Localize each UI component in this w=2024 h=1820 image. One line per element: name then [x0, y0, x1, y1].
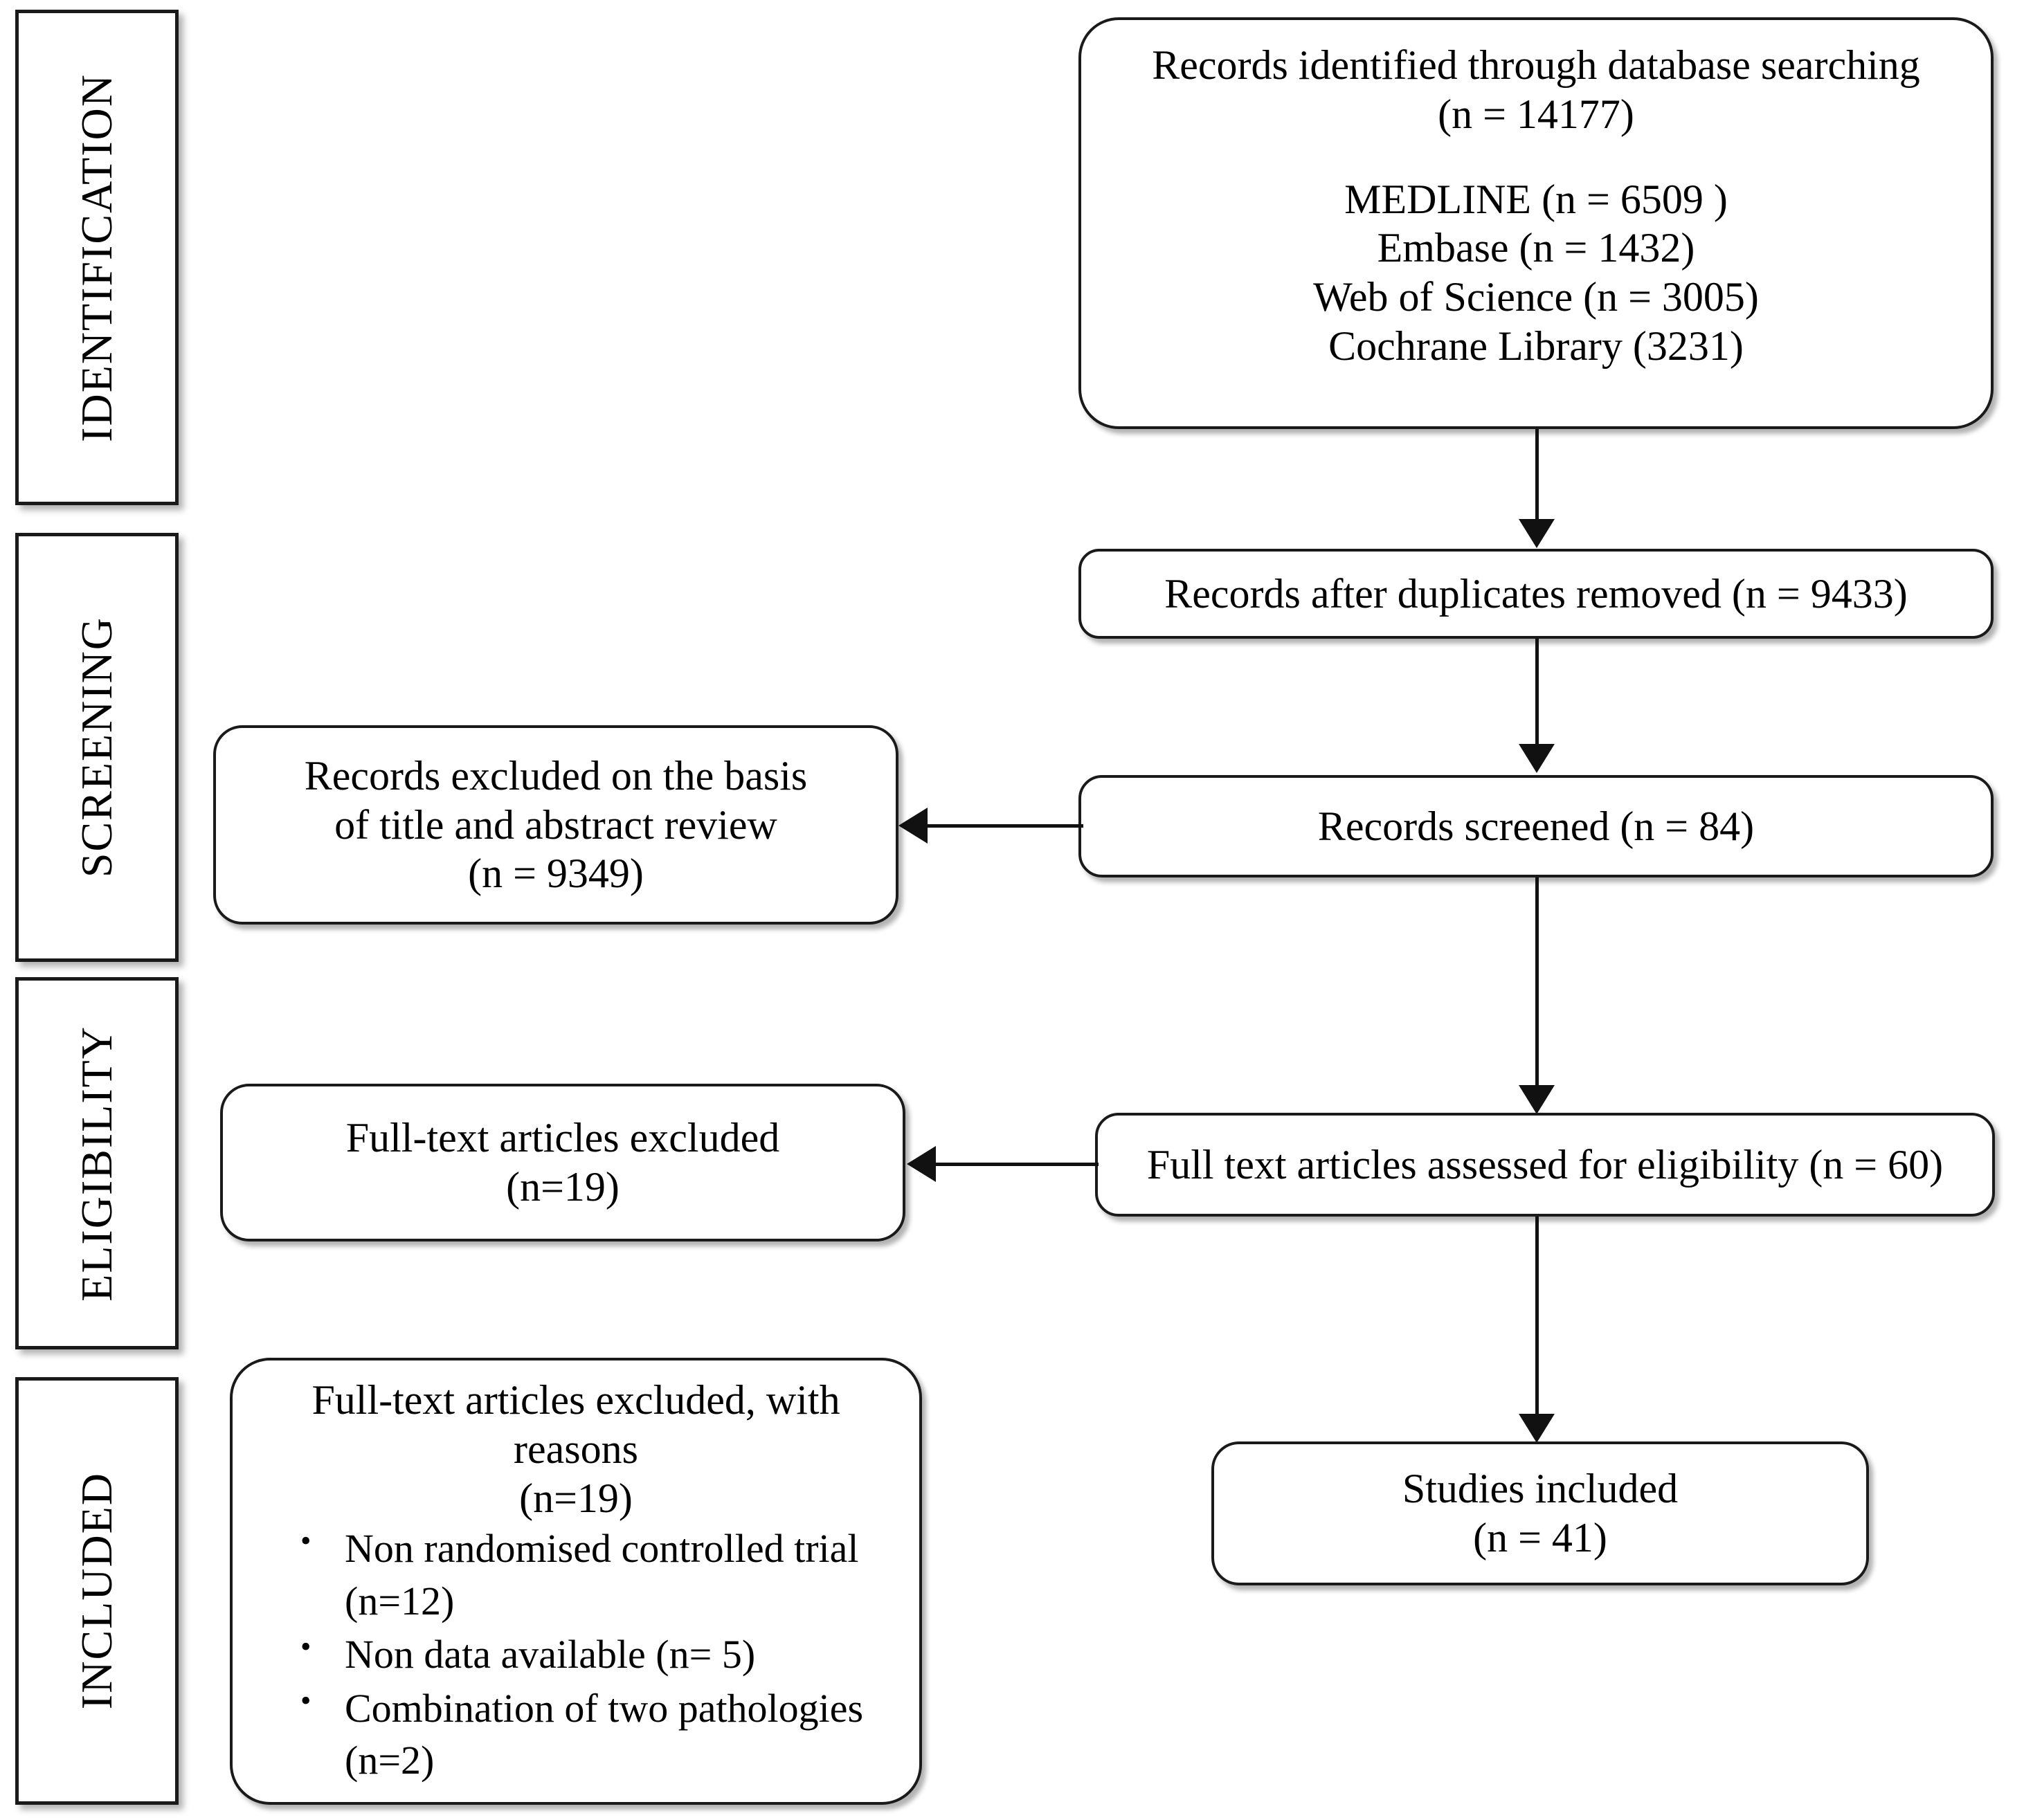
arrowhead-screened-to-eligibility: [1519, 1085, 1555, 1114]
records-screened-text: Records screened (n = 84): [1317, 803, 1755, 849]
box-studies-included: Studies included (n = 41): [1211, 1441, 1869, 1585]
studies-included-count: (n = 41): [1473, 1515, 1607, 1560]
source-cochrane-library: Cochrane Library (3231): [1328, 322, 1744, 369]
fulltext-excluded-line1: Full-text articles excluded: [345, 1115, 780, 1161]
fulltext-reasons-count: (n=19): [519, 1475, 633, 1521]
records-identified-line1: Records identified through database sear…: [1152, 42, 1920, 88]
fulltext-assessed-text: Full text articles assessed for eligibil…: [1146, 1141, 1944, 1187]
stage-label-identification: IDENTIFICATION: [72, 73, 121, 442]
box-fulltext-excluded: Full-text articles excluded (n=19): [220, 1084, 905, 1241]
connector-eligibility-to-included: [1535, 1217, 1539, 1421]
box-fulltext-excluded-reasons: Full-text articles excluded, with reason…: [230, 1358, 922, 1805]
records-excluded-line2: of title and abstract review: [334, 801, 777, 848]
records-identified-count: (n = 14177): [1438, 91, 1634, 137]
records-after-duplicates-text: Records after duplicates removed (n = 94…: [1164, 570, 1908, 617]
reason-item: Non data available (n= 5): [295, 1627, 901, 1680]
arrowhead-screened-to-records-excluded: [898, 808, 928, 844]
studies-included-line1: Studies included: [1402, 1466, 1679, 1512]
stage-box-included: INCLUDED: [15, 1377, 179, 1805]
connector-screened-to-eligibility: [1535, 877, 1539, 1092]
stage-box-eligibility: ELIGIBILITY: [15, 977, 179, 1349]
box-fulltext-assessed: Full text articles assessed for eligibil…: [1095, 1113, 1995, 1217]
box-records-screened: Records screened (n = 84): [1078, 775, 1994, 877]
records-excluded-line1: Records excluded on the basis: [304, 752, 808, 799]
connector-assessed-to-fulltext-excluded: [936, 1163, 1099, 1166]
source-web-of-science: Web of Science (n = 3005): [1313, 274, 1759, 320]
fulltext-exclusion-reasons-list: Non randomised controlled trial (n=12) N…: [251, 1521, 901, 1787]
arrowhead-identified-to-duplicates: [1519, 519, 1555, 548]
connector-identified-to-duplicates: [1535, 429, 1539, 526]
reason-item: Combination of two pathologies (n=2): [295, 1681, 901, 1787]
source-embase: Embase (n = 1432): [1377, 225, 1695, 271]
connector-duplicates-to-screened: [1535, 639, 1539, 749]
stage-label-included: INCLUDED: [72, 1472, 121, 1710]
stage-box-screening: SCREENING: [15, 533, 179, 962]
reason-item: Non randomised controlled trial (n=12): [295, 1521, 901, 1627]
box-records-excluded: Records excluded on the basis of title a…: [213, 725, 898, 925]
stage-label-eligibility: ELIGIBILITY: [72, 1025, 121, 1302]
fulltext-reasons-line2: reasons: [514, 1426, 638, 1472]
stage-label-screening: SCREENING: [72, 617, 121, 878]
box-records-identified: Records identified through database sear…: [1078, 17, 1994, 429]
arrowhead-duplicates-to-screened: [1519, 744, 1555, 773]
connector-screened-to-records-excluded: [928, 824, 1083, 828]
stage-box-identification: IDENTIFICATION: [15, 10, 179, 505]
arrowhead-eligibility-to-included: [1519, 1414, 1555, 1443]
records-excluded-count: (n = 9349): [468, 850, 644, 897]
arrowhead-assessed-to-fulltext-excluded: [907, 1146, 936, 1182]
fulltext-excluded-count: (n=19): [506, 1164, 620, 1210]
fulltext-reasons-line1: Full-text articles excluded, with: [311, 1377, 840, 1423]
box-records-after-duplicates: Records after duplicates removed (n = 94…: [1078, 549, 1994, 639]
source-medline: MEDLINE (n = 6509 ): [1344, 176, 1728, 222]
